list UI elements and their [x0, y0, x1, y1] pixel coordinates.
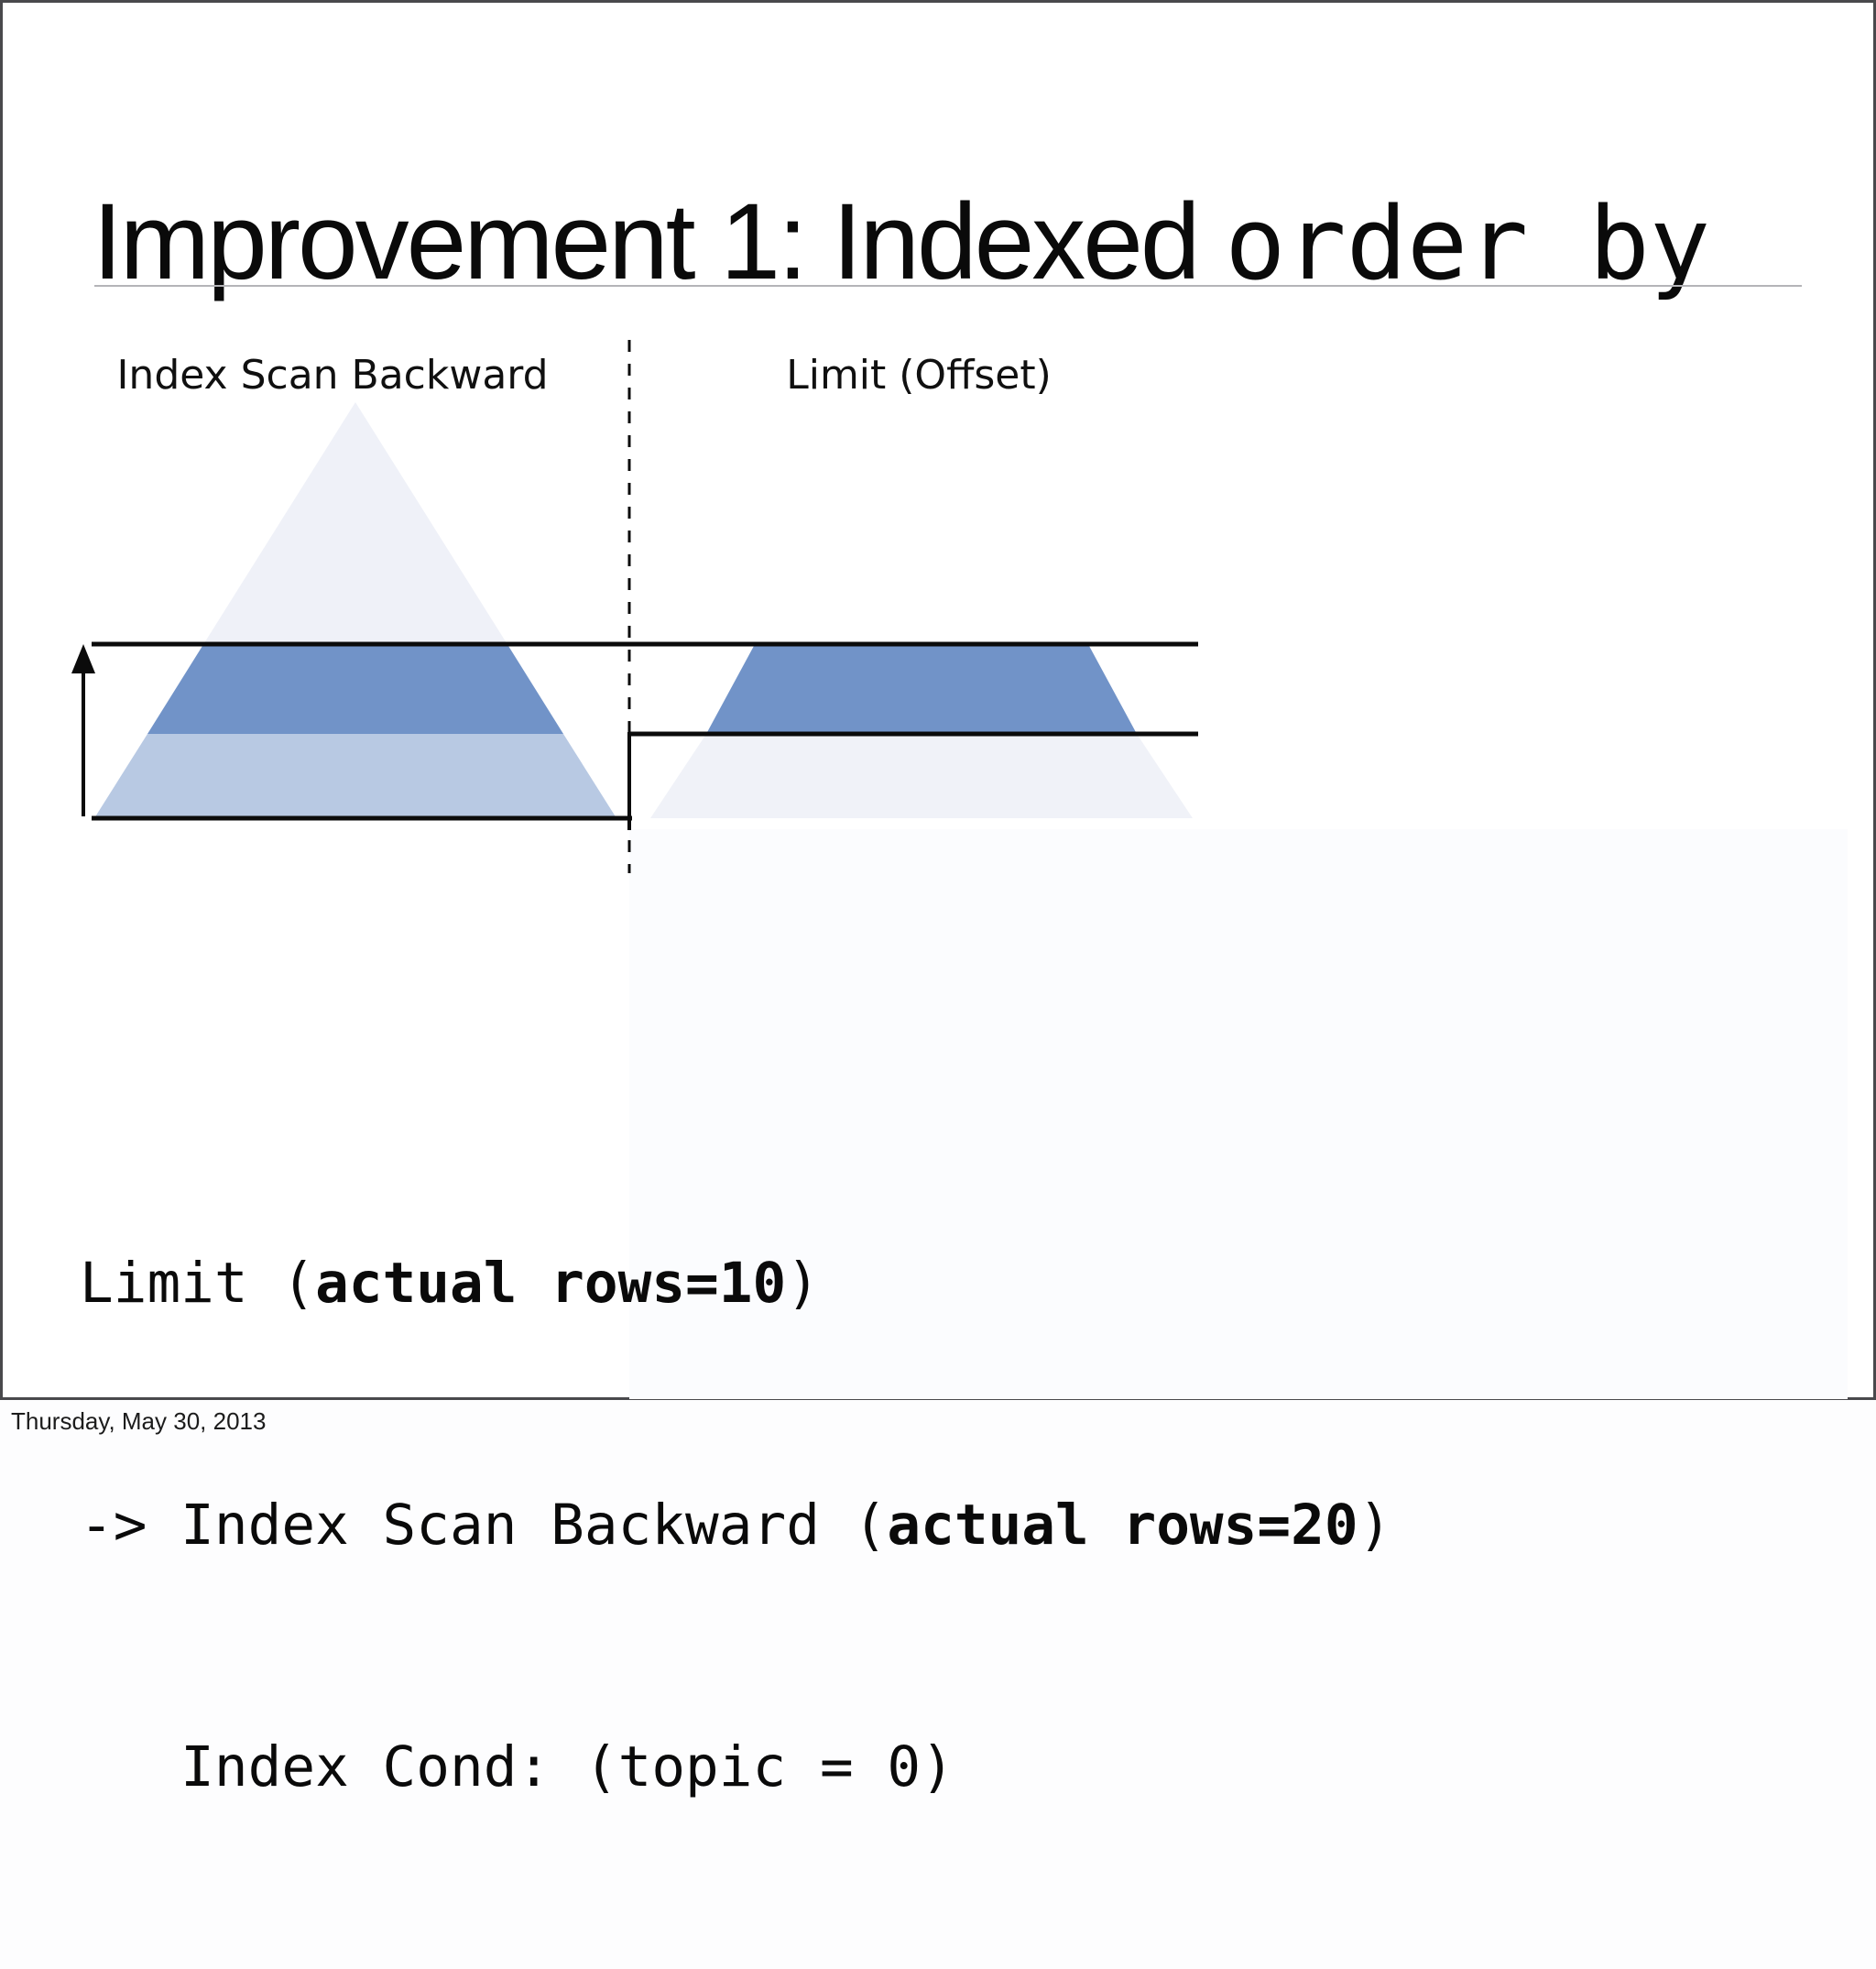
- code-line-index-cond: Index Cond: (topic = 0): [80, 1734, 954, 1799]
- left-pyramid-top-section: [202, 402, 508, 646]
- pyramid-diagram: [71, 340, 1848, 1399]
- limit-offset-label: Limit (Offset): [786, 352, 1052, 399]
- index-scan-backward-label: Index Scan Backward: [116, 352, 549, 399]
- code-actual-rows-20: actual rows=20: [887, 1493, 1358, 1558]
- code-line-index-scan: -> Index Scan Backward (actual rows=20): [80, 1485, 1391, 1566]
- code-text: ): [1358, 1493, 1392, 1558]
- slide-title: Improvement 1: Indexed order by: [93, 187, 1710, 299]
- explain-plan-code: Limit (actual rows=10) -> Index Scan Bac…: [80, 1082, 1391, 1969]
- right-trapezoid-limit-band: [706, 646, 1137, 734]
- slide-canvas: Improvement 1: Indexed order by Index Sc…: [0, 0, 1876, 1799]
- slide-date-footer: Thursday, May 30, 2013: [11, 1407, 267, 1435]
- code-line-limit: Limit (actual rows=10): [80, 1243, 1391, 1324]
- code-actual-rows-10: actual rows=10: [315, 1251, 787, 1316]
- title-divider-line: [94, 285, 1802, 287]
- code-text: Limit (: [80, 1251, 316, 1316]
- left-pyramid-scanned-band: [147, 646, 563, 734]
- code-text: -> Index Scan Backward (: [80, 1493, 888, 1558]
- right-trapezoid-offset-band: [650, 734, 1193, 818]
- slide-title-code-text: order by: [1225, 185, 1711, 303]
- background-tint-rect: [629, 829, 1848, 1399]
- code-text: ): [786, 1251, 820, 1316]
- left-pyramid-bottom-band: [94, 734, 616, 818]
- scan-direction-arrow-head: [71, 644, 95, 673]
- slide-title-text: Improvement 1: Indexed: [93, 181, 1226, 303]
